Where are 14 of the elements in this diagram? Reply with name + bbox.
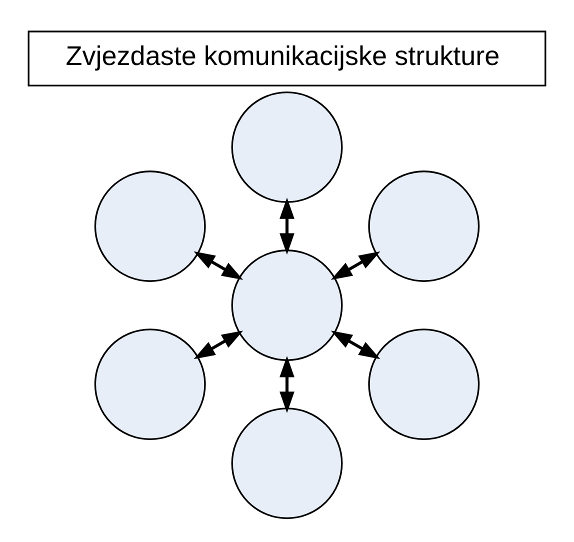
node-circle (368, 170, 480, 282)
arrow (280, 197, 294, 254)
arrow (194, 330, 244, 359)
node-circle (231, 407, 343, 519)
diagram-title: Zvjezdaste komunikacijske strukture (66, 40, 500, 70)
node-circle (368, 328, 480, 440)
node-circle (94, 328, 206, 440)
node-circle (94, 170, 206, 282)
arrow (330, 330, 380, 359)
arrow (194, 250, 244, 280)
node-circle (231, 249, 343, 361)
arrow (330, 250, 380, 280)
arrow (280, 355, 294, 412)
node-circle (231, 90, 343, 202)
